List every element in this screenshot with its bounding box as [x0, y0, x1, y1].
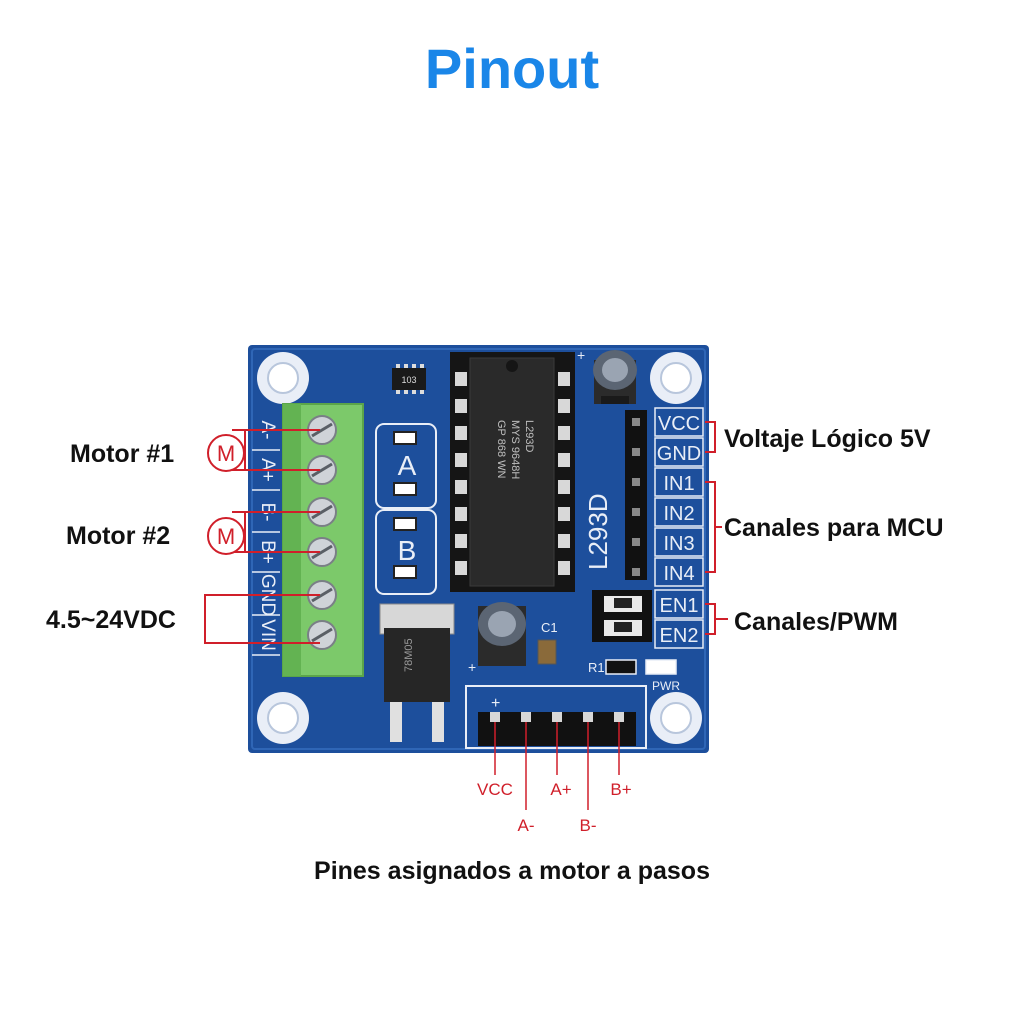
header-pin: [632, 508, 640, 516]
screw-slot: [311, 422, 333, 438]
socket-pin-right: [558, 399, 570, 413]
stepper-pin: [583, 712, 593, 722]
screw-slot: [311, 587, 333, 603]
r1-pwr: R1 PWR: [588, 659, 680, 693]
cap-top-plus: +: [577, 347, 585, 363]
socket-pin-right: [558, 507, 570, 521]
stepper-pin-label-b-minus: B-: [579, 816, 597, 835]
regulator-mark: 78M05: [403, 638, 415, 672]
header-pin: [632, 418, 640, 426]
header-label-box: [654, 467, 704, 497]
motor2-label: Motor #2: [66, 522, 171, 550]
l293d-chip: L293D MYS 9648H GP 868 WN: [450, 352, 575, 592]
socket-pin-left: [455, 507, 467, 521]
motor1-symbol-letter: M: [217, 441, 235, 466]
socket-pin-left: [455, 480, 467, 494]
pin-header: [625, 410, 647, 580]
resistor-label: R1: [588, 660, 605, 675]
stepper-pin: [521, 712, 531, 722]
header-label-box: [654, 619, 704, 649]
supply-label: 4.5~24VDC: [46, 606, 176, 634]
socket-pin-right: [558, 534, 570, 548]
motor2-symbol: M: [207, 517, 245, 555]
screw-slot: [311, 544, 333, 560]
chip-mark-2: MYS 9648H: [509, 420, 521, 479]
resistor-network: 103: [392, 364, 426, 394]
header-label-en1: EN1: [660, 595, 699, 617]
header-pin: [632, 448, 640, 456]
header-label-box: [654, 527, 704, 557]
socket-pin-left: [455, 561, 467, 575]
header-label-in2: IN2: [663, 503, 694, 525]
header-label-in3: IN3: [663, 533, 694, 555]
header-label-gnd: GND: [657, 443, 701, 465]
channel-leds: A B: [375, 423, 437, 595]
chip-mark-3: GP 868 WN: [495, 420, 507, 479]
capacitor-c1: + C1: [468, 602, 558, 675]
stepper-pin-label-a-plus: A+: [550, 780, 572, 799]
socket-pin-right: [558, 480, 570, 494]
mcu-channels-label: Canales para MCU: [724, 514, 944, 542]
header-label-box: [654, 497, 704, 527]
terminal-block: [282, 403, 364, 677]
channel-b-label: B: [398, 535, 417, 566]
stepper-pin: [490, 712, 500, 722]
cap-c1-plus: +: [468, 659, 476, 675]
stepper-plus: +: [491, 695, 500, 712]
motor1-label: Motor #1: [70, 440, 175, 468]
pwr-label: PWR: [652, 679, 680, 693]
header-pin: [632, 538, 640, 546]
stepper-pin-label-vcc: VCC: [477, 780, 513, 799]
chip-mark-1: L293D: [523, 420, 535, 452]
socket-pin-left: [455, 426, 467, 440]
header-label-box: [654, 437, 704, 467]
socket-pin-right: [558, 561, 570, 575]
cap-c1-label: C1: [541, 620, 558, 635]
page-title: Pinout: [424, 37, 600, 100]
enable-jumpers: [592, 590, 652, 642]
header-label-vcc: VCC: [658, 413, 700, 435]
socket-pin-left: [455, 372, 467, 386]
header-label-box: [654, 589, 704, 619]
stepper-pin-label-a-minus: A-: [517, 816, 535, 835]
voltage-regulator: 78M05: [379, 603, 455, 742]
header-label-en2: EN2: [660, 625, 699, 647]
stepper-pin-label-b-plus: B+: [610, 780, 632, 799]
annotation-lines: [204, 421, 728, 644]
stepper-pin: [552, 712, 562, 722]
pwm-channels-label: Canales/PWM: [734, 608, 898, 636]
header-label-box: [654, 407, 704, 437]
header-label-in1: IN1: [663, 473, 694, 495]
logic-voltage-label: Voltaje Lógico 5V: [724, 425, 931, 453]
header-label-in4: IN4: [663, 563, 694, 585]
screw-slot: [311, 627, 333, 643]
capacitor-top: +: [577, 347, 637, 404]
header-pin: [632, 478, 640, 486]
terminal-label-5: VIN: [257, 619, 278, 651]
socket-pin-right: [558, 453, 570, 467]
socket-pin-right: [558, 426, 570, 440]
motor2-symbol-letter: M: [217, 524, 235, 549]
header-pin: [632, 568, 640, 576]
socket-pin-left: [455, 534, 467, 548]
socket-pin-left: [455, 453, 467, 467]
stepper-leaders: [494, 722, 620, 810]
stepper-caption: Pines asignados a motor a pasos: [314, 857, 710, 885]
header-label-box: [654, 557, 704, 587]
mounting-holes: [257, 352, 702, 744]
stepper-pin: [614, 712, 624, 722]
socket-pin-left: [455, 399, 467, 413]
channel-a-label: A: [398, 450, 417, 481]
screw-slot: [311, 462, 333, 478]
driver-silkscreen: L293D: [583, 493, 613, 570]
socket-pin-right: [558, 372, 570, 386]
resistor-network-code: 103: [401, 375, 416, 385]
screw-slot: [311, 504, 333, 520]
motor1-symbol: M: [207, 434, 245, 472]
